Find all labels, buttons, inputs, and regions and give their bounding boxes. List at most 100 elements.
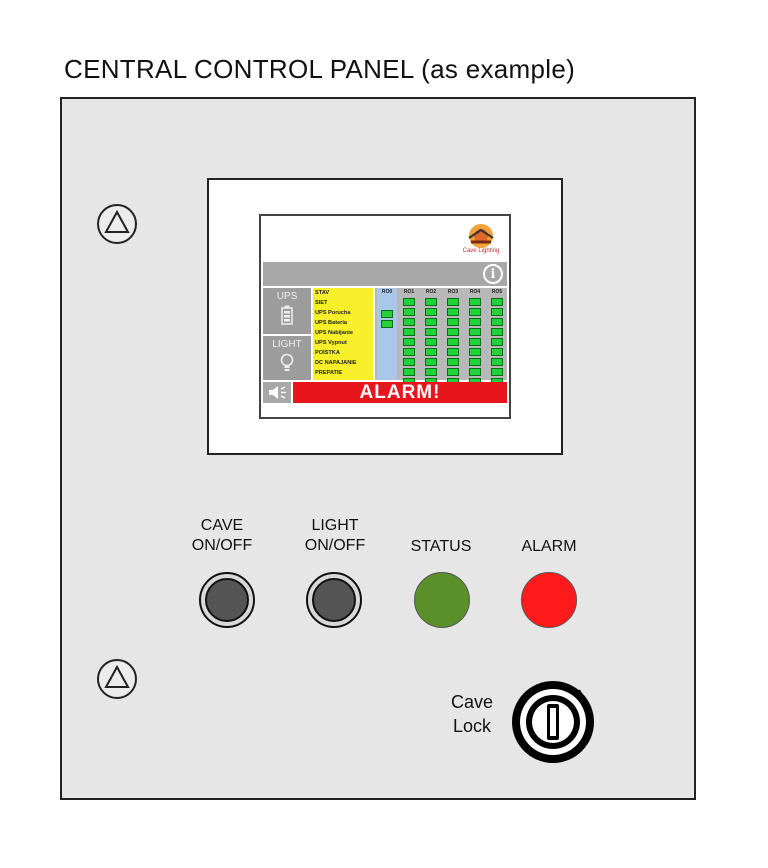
lock-zero-mark: 0 xyxy=(551,681,556,690)
relay-column: RO3 xyxy=(443,288,463,386)
relay-column: RO5 xyxy=(487,288,507,386)
relay-column-header: RO4 xyxy=(469,289,481,295)
alarm-lamp xyxy=(521,572,577,628)
status-led xyxy=(447,318,459,326)
relay-column-header: RO5 xyxy=(491,289,503,295)
lightbulb-icon xyxy=(280,353,294,371)
status-led xyxy=(469,318,481,326)
status-led xyxy=(447,348,459,356)
touch-display[interactable]: Cave Lighting i UPS LIGHT STAV SIET UPS Po… xyxy=(259,214,511,419)
status-led xyxy=(425,348,437,356)
status-row: UPS Vypnut xyxy=(315,340,347,346)
status-led xyxy=(381,320,393,328)
status-led xyxy=(403,348,415,356)
status-led xyxy=(403,338,415,346)
screen-top-bar: i xyxy=(263,262,507,286)
light-tab-label: LIGHT xyxy=(272,339,302,350)
status-row: DC NAPAJANIE xyxy=(315,360,357,366)
status-row: STAV xyxy=(315,290,330,296)
status-led xyxy=(425,318,437,326)
status-led xyxy=(491,348,503,356)
status-led xyxy=(469,358,481,366)
logo-text: Cave Lighting xyxy=(462,248,500,254)
status-led xyxy=(491,338,503,346)
status-led xyxy=(403,308,415,316)
light-tab[interactable]: LIGHT xyxy=(263,336,311,380)
status-led xyxy=(425,328,437,336)
status-led xyxy=(403,328,415,336)
cave-lock-line2: Lock xyxy=(452,716,492,736)
status-led xyxy=(425,368,437,376)
light-onoff-label: LIGHT ON/OFF xyxy=(285,516,385,556)
info-icon[interactable]: i xyxy=(483,264,503,284)
status-led xyxy=(491,318,503,326)
status-lamp xyxy=(414,572,470,628)
cave-lock-label: Cave Lock xyxy=(436,690,508,738)
relay-column: RO0 xyxy=(377,288,397,380)
status-row: POISTKA xyxy=(315,350,340,356)
status-led xyxy=(425,308,437,316)
alarm-label: ALARM xyxy=(521,538,577,555)
cave-label-line2: ON/OFF xyxy=(191,537,253,554)
status-row: UPS Porucha xyxy=(315,310,351,316)
speaker-icon xyxy=(269,386,286,399)
status-led xyxy=(381,310,393,318)
relay-column-header: RO1 xyxy=(403,289,415,295)
relay-column-header: RO2 xyxy=(425,289,437,295)
status-led xyxy=(447,298,459,306)
screw-triangle-icon xyxy=(97,204,137,244)
status-led xyxy=(447,338,459,346)
status-led xyxy=(469,298,481,306)
cave-button-cap xyxy=(205,578,249,622)
screw-triangle-icon xyxy=(97,659,137,699)
status-led xyxy=(469,308,481,316)
cave-onoff-label: CAVE ON/OFF xyxy=(172,516,272,556)
status-led xyxy=(491,358,503,366)
status-led xyxy=(491,328,503,336)
status-row: SIET xyxy=(315,300,328,306)
relay-column-header: RO0 xyxy=(381,289,393,295)
status-led xyxy=(447,328,459,336)
status-led xyxy=(425,338,437,346)
status-led xyxy=(447,358,459,366)
light-onoff-button[interactable] xyxy=(306,572,362,628)
ups-tab[interactable]: UPS xyxy=(263,288,311,334)
status-led xyxy=(403,298,415,306)
ups-tab-label: UPS xyxy=(276,291,298,302)
relay-column-header: RO3 xyxy=(447,289,459,295)
battery-icon xyxy=(281,305,293,325)
light-button-cap xyxy=(312,578,356,622)
light-label-line2: ON/OFF xyxy=(304,537,366,554)
key-lock-icon[interactable]: 0 xyxy=(509,678,597,766)
cave-lock-line1: Cave xyxy=(450,692,494,712)
status-led xyxy=(469,348,481,356)
status-led xyxy=(425,358,437,366)
status-led xyxy=(403,368,415,376)
relay-column: RO4 xyxy=(465,288,485,386)
cave-onoff-button[interactable] xyxy=(199,572,255,628)
status-row: UPS Nabíjanie xyxy=(315,330,353,336)
status-led xyxy=(469,368,481,376)
status-led xyxy=(469,338,481,346)
cave-lighting-logo-icon xyxy=(468,224,494,248)
status-led xyxy=(491,368,503,376)
status-led xyxy=(491,308,503,316)
light-label-line1: LIGHT xyxy=(311,517,359,534)
status-led xyxy=(403,318,415,326)
status-row: UPS Bateria xyxy=(315,320,348,326)
status-led xyxy=(403,358,415,366)
relay-column: RO1 xyxy=(399,288,419,386)
status-led xyxy=(447,308,459,316)
status-led xyxy=(491,298,503,306)
relay-led-grid: RO0 RO1 RO2 RO3 RO4 RO5 xyxy=(375,288,507,386)
status-led xyxy=(469,328,481,336)
speaker-button[interactable] xyxy=(263,382,291,403)
panel-title: CENTRAL CONTROL PANEL (as example) xyxy=(64,54,576,84)
status-led xyxy=(425,298,437,306)
relay-column: RO2 xyxy=(421,288,441,386)
alarm-banner: ALARM! xyxy=(293,382,507,403)
cave-label-line1: CAVE xyxy=(200,517,244,534)
status-led xyxy=(447,368,459,376)
status-label: STATUS xyxy=(410,538,472,555)
